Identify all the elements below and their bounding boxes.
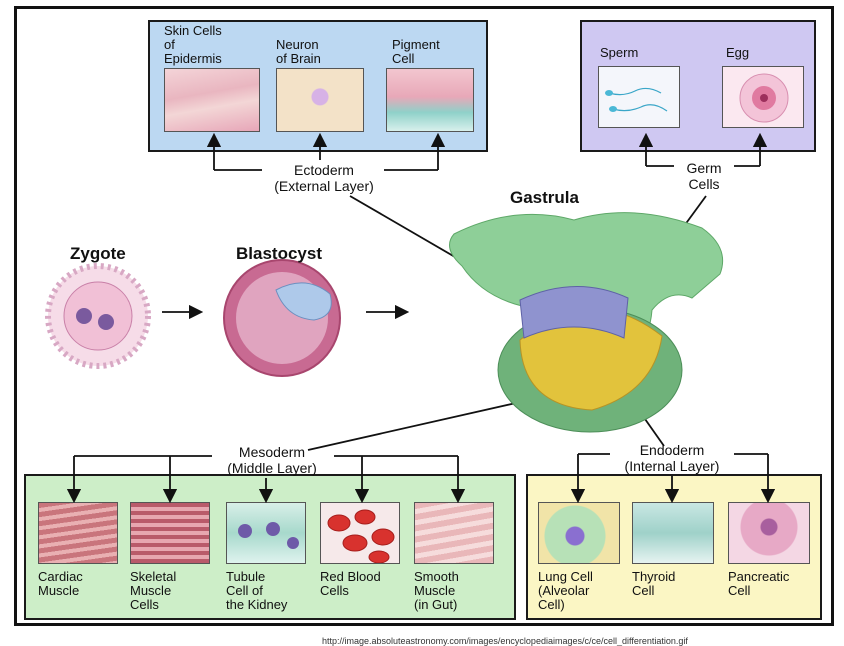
egg-icon bbox=[722, 66, 804, 128]
gastrula-title: Gastrula bbox=[510, 188, 579, 207]
blastocyst-illustration bbox=[223, 259, 341, 377]
zygote-title: Zygote bbox=[70, 244, 126, 263]
germ-cells-label: Germ Cells bbox=[686, 160, 722, 192]
neuron-label: Neuron of Brain bbox=[276, 37, 321, 66]
thyroid-cell-label: Thyroid Cell bbox=[632, 569, 676, 598]
pancreatic-cell-icon bbox=[728, 502, 810, 564]
sperm-icon bbox=[598, 66, 680, 128]
pigment-cell-icon bbox=[386, 68, 474, 132]
cardiac-muscle-icon bbox=[38, 502, 118, 564]
skeletal-muscle-label: Skeletal Muscle Cells bbox=[130, 569, 177, 612]
zygote-illustration bbox=[45, 263, 151, 369]
red-blood-cells-label: Red Blood Cells bbox=[320, 569, 381, 598]
egg-label: Egg bbox=[726, 45, 750, 60]
skin-cells-label: Skin Cells of Epidermis bbox=[164, 23, 222, 66]
pancreatic-cell-label: Pancreatic Cell bbox=[728, 569, 790, 598]
smooth-muscle-label: Smooth Muscle (in Gut) bbox=[414, 569, 459, 612]
mesoderm-label: Mesoderm (Middle Layer) bbox=[227, 444, 317, 476]
thyroid-cell-icon bbox=[632, 502, 714, 564]
kidney-tubule-label: Tubule Cell of the Kidney bbox=[226, 569, 288, 612]
gastrula-illustration bbox=[449, 212, 724, 433]
sperm-label: Sperm bbox=[600, 45, 639, 60]
lung-cell-label: Lung Cell (Alveolar Cell) bbox=[538, 569, 593, 612]
cardiac-muscle-label: Cardiac Muscle bbox=[38, 569, 83, 598]
skin-cells-icon bbox=[164, 68, 260, 132]
meso-pointer bbox=[307, 397, 539, 451]
pigment-cell-label: Pigment Cell bbox=[392, 37, 440, 66]
neuron-icon bbox=[276, 68, 364, 132]
endoderm-label: Endoderm (Internal Layer) bbox=[624, 442, 720, 474]
skeletal-muscle-icon bbox=[130, 502, 210, 564]
source-url: http://image.absoluteastronomy.com/image… bbox=[322, 636, 688, 646]
blastocyst-title: Blastocyst bbox=[236, 244, 322, 263]
ectoderm-label: Ectoderm (External Layer) bbox=[274, 162, 374, 194]
kidney-tubule-icon bbox=[226, 502, 306, 564]
